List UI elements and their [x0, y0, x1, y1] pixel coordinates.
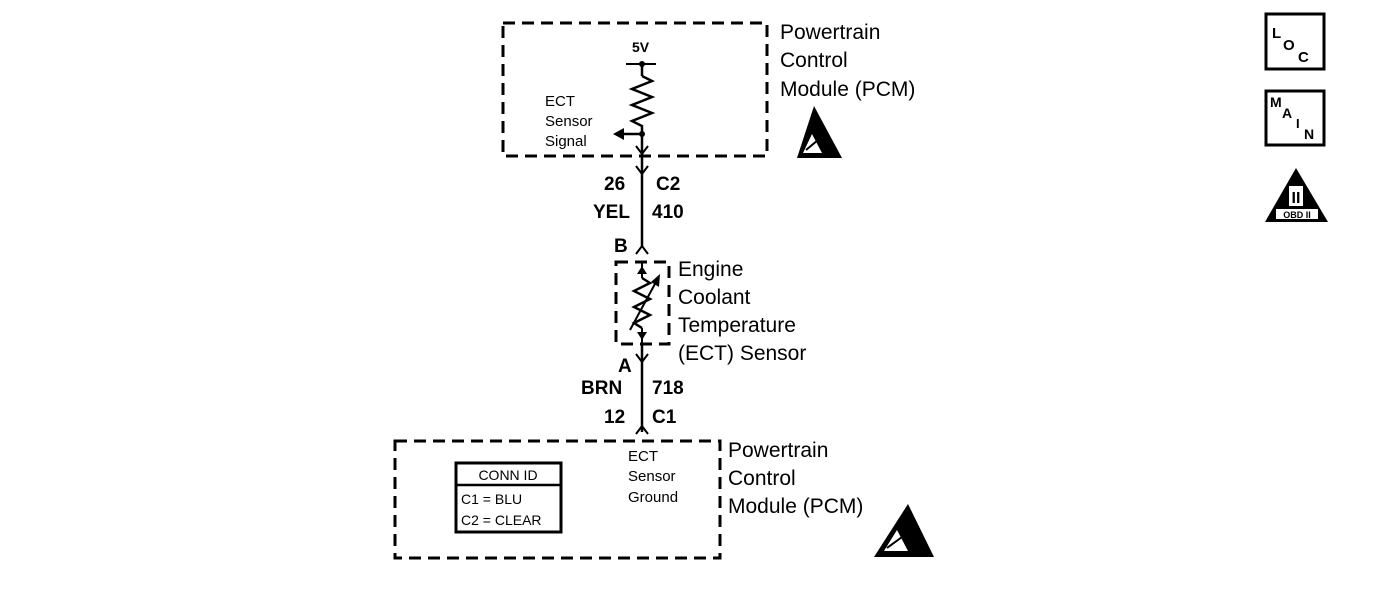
bottom-pcm-label-line-1: Powertrain	[728, 439, 828, 462]
main-icon[interactable]: M A I N	[1264, 89, 1326, 147]
sensor-pin-a: A	[618, 356, 632, 377]
sensor-pin-b: B	[614, 236, 628, 257]
obd-ii-numeral: II	[1292, 190, 1301, 207]
supply-voltage-label: 5V	[632, 39, 650, 55]
top-pcm-label-line-3: Module (PCM)	[780, 78, 915, 101]
conn-id-title: CONN ID	[478, 467, 537, 483]
bottom-wire-color: BRN	[581, 378, 622, 399]
signal-tap	[613, 128, 645, 156]
sensor-label-line-1: Engine	[678, 258, 743, 281]
location-icon[interactable]: L O C	[1264, 12, 1326, 71]
esd-warning-icon	[797, 106, 842, 158]
top-pcm-boundary	[501, 21, 769, 158]
top-wire-color: YEL	[593, 202, 630, 223]
location-icon-letter-3: C	[1298, 49, 1309, 66]
top-pcm-label-line-1: Powertrain	[780, 21, 880, 44]
location-icon-letter-1: L	[1272, 25, 1281, 42]
bottom-circuit-number: 718	[652, 378, 684, 399]
main-icon-letter-1: M	[1270, 94, 1282, 110]
bottom-pcm-label-line-3: Module (PCM)	[728, 495, 863, 518]
sensor-label: Engine Coolant Temperature (ECT) Sensor	[678, 258, 806, 365]
obd-ii-label: OBD II	[1283, 210, 1311, 220]
c1-terminal	[635, 424, 649, 435]
signal-label-line-2: Sensor	[545, 113, 593, 130]
top-pin-number: 26	[604, 174, 625, 195]
main-icon-letter-4: N	[1304, 126, 1314, 142]
thermistor-symbol	[629, 262, 660, 344]
obd-ii-icon[interactable]: II OBD II	[1265, 168, 1328, 222]
top-circuit-number: 410	[652, 202, 684, 223]
signal-label-line-1: ECT	[545, 93, 575, 110]
ground-label-line-1: ECT	[628, 448, 658, 465]
bottom-pin-number: 12	[604, 407, 625, 428]
conn-id-row-1: C1 = BLU	[461, 491, 522, 507]
bottom-connector-id: C1	[652, 407, 677, 428]
sensor-terminal-b	[635, 244, 649, 255]
top-pcm-label: Powertrain Control Module (PCM)	[780, 21, 915, 101]
bottom-pcm-boundary	[393, 439, 722, 560]
top-pcm-label-line-2: Control	[780, 49, 848, 72]
main-icon-letter-2: A	[1282, 105, 1292, 121]
supply-node	[626, 61, 656, 76]
ect-sensor-ground-label: ECT Sensor Ground	[628, 448, 678, 506]
esd-warning-icon-bottom	[874, 504, 934, 557]
sensor-label-line-2: Coolant	[678, 286, 751, 309]
sensor-label-line-4: (ECT) Sensor	[678, 342, 806, 365]
c2-terminal-inner	[635, 145, 649, 156]
sensor-label-line-3: Temperature	[678, 314, 796, 337]
bottom-pcm-label: Powertrain Control Module (PCM)	[728, 439, 863, 518]
conn-id-row-2: C2 = CLEAR	[461, 512, 542, 528]
top-wire-labels: 26 C2 YEL 410	[593, 174, 684, 223]
signal-label-line-3: Signal	[545, 133, 587, 150]
bottom-pcm-label-line-2: Control	[728, 467, 796, 490]
bottom-wire-labels: BRN 718 12 C1	[581, 378, 684, 428]
ground-label-line-2: Sensor	[628, 468, 676, 485]
ect-sensor-signal-label: ECT Sensor Signal	[545, 93, 593, 150]
ground-label-line-3: Ground	[628, 489, 678, 506]
location-icon-letter-2: O	[1283, 37, 1295, 54]
conn-id-table: CONN ID C1 = BLU C2 = CLEAR	[454, 461, 563, 534]
main-icon-letter-3: I	[1296, 116, 1300, 131]
top-connector-id: C2	[656, 174, 680, 195]
pull-up-resistor	[628, 74, 656, 134]
